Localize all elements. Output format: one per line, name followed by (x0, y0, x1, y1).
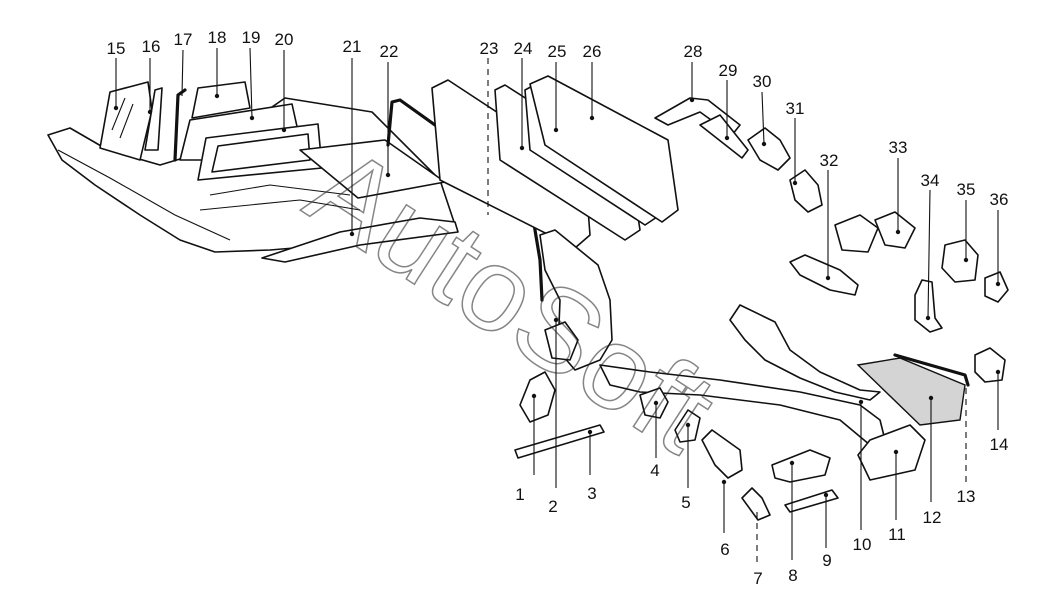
part-32-trim (789, 254, 859, 296)
part-7-bracket (741, 487, 771, 521)
part-14-bracket (974, 347, 1006, 383)
part-12-plate (856, 357, 966, 426)
part-16-seal (144, 87, 163, 151)
callout-28: 28 (684, 42, 703, 61)
part-33-clip (874, 211, 916, 249)
part-6-handle (701, 429, 743, 479)
callout-3: 3 (587, 484, 596, 503)
callout-9: 9 (822, 551, 831, 570)
callout-5: 5 (681, 493, 690, 512)
part-13-rod (893, 353, 970, 387)
callout-15: 15 (107, 39, 126, 58)
pillar-trim (539, 229, 613, 371)
callout-21: 21 (343, 37, 362, 56)
callout-6: 6 (720, 540, 729, 559)
part-2-mount (544, 321, 579, 361)
callout-35: 35 (957, 180, 976, 199)
part-35-cover (941, 239, 979, 283)
part-30-clip (747, 127, 791, 171)
part-11-glovebox (857, 424, 926, 481)
part-3-strip (514, 424, 605, 459)
callout-33: 33 (889, 138, 908, 157)
part-10-long-trim (729, 304, 881, 401)
callout-7: 7 (753, 569, 762, 588)
parts-drawing (47, 75, 1009, 521)
callout-26: 26 (583, 42, 602, 61)
part-9-strip (784, 489, 839, 513)
callout-2: 2 (548, 497, 557, 516)
part-1-bracket (519, 371, 556, 423)
part-17-strip (173, 88, 187, 162)
callout-25: 25 (548, 42, 567, 61)
callout-4: 4 (650, 461, 659, 480)
part-20-inner (211, 133, 311, 173)
leader-dots (113, 93, 1001, 498)
callout-31: 31 (786, 99, 805, 118)
callout-36: 36 (990, 190, 1009, 209)
part-33-cover (834, 214, 879, 253)
callout-24: 24 (514, 39, 533, 58)
callout-labels: 1 2 3 4 5 6 7 8 9 10 11 12 13 14 15 16 1… (107, 28, 1009, 588)
callout-20: 20 (275, 30, 294, 49)
part-36-cap (984, 271, 1009, 303)
callout-16: 16 (142, 37, 161, 56)
callout-11: 11 (888, 525, 906, 544)
callout-23: 23 (480, 39, 499, 58)
callout-1: 1 (515, 485, 524, 504)
callout-32: 32 (820, 151, 839, 170)
callout-10: 10 (853, 535, 872, 554)
callout-30: 30 (753, 72, 772, 91)
callout-17: 17 (174, 30, 193, 49)
callout-34: 34 (921, 171, 940, 190)
part-15-glass-streaks (111, 97, 134, 139)
callout-22: 22 (380, 42, 399, 61)
callout-14: 14 (990, 435, 1009, 454)
callout-13: 13 (957, 487, 976, 506)
callout-12: 12 (923, 508, 942, 527)
floor-rail (261, 217, 459, 263)
callout-19: 19 (242, 28, 261, 47)
part-31-clip (789, 169, 823, 213)
roof-panel-rib (57, 149, 361, 241)
leader-lines (115, 47, 999, 565)
part-29-trim (699, 114, 749, 159)
callout-8: 8 (788, 566, 797, 585)
part-18-quarter-glass (191, 81, 251, 119)
part-26-glass (529, 75, 679, 223)
part-8-latch (771, 449, 831, 483)
callout-18: 18 (208, 28, 227, 47)
callout-29: 29 (719, 61, 738, 80)
